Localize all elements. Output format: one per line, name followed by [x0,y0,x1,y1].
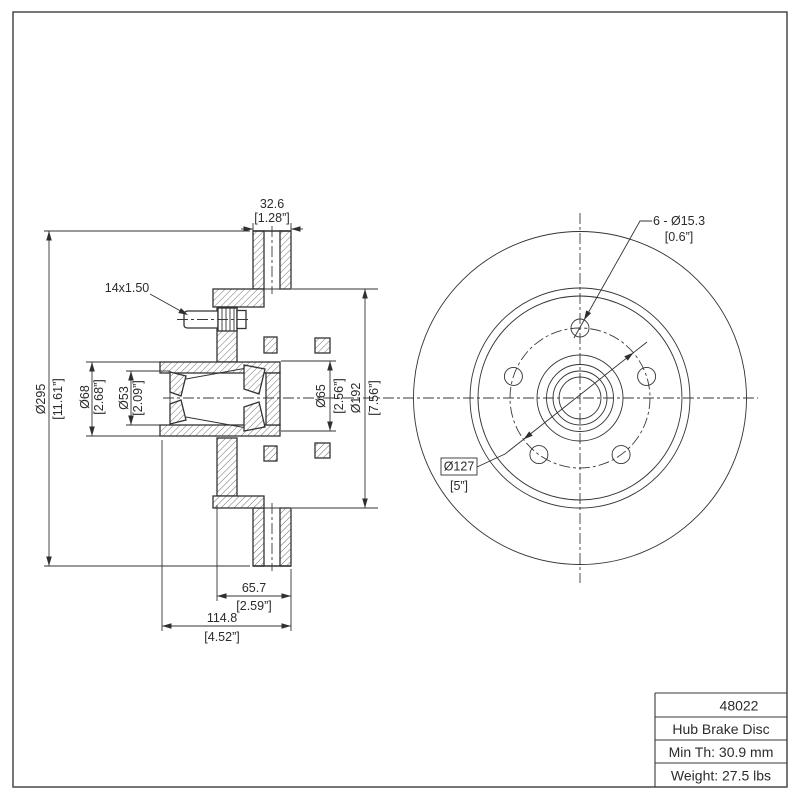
hat-plate-top [212,288,265,308]
bolt-hole-callout: 6 - Ø15.3 [0.6”] [573,214,705,339]
part-number: 48022 [720,698,759,714]
dim-thickness-in: [1.28”] [254,211,289,225]
dim-center-bore-in: [2.09”] [131,380,145,415]
dim-bearing-bore-mm: Ø68 [78,385,92,409]
dim-hat-depth-mm: 65.7 [242,581,266,595]
rotor-plate-bottom-left [252,507,265,567]
bearing-cup-outer-bottom [169,399,187,425]
bolt-hole-callout-label: 6 - Ø15.3 [653,214,705,228]
min-thickness: Min Th: 30.9 mm [669,744,774,760]
rotor-plate-top-left [252,230,265,290]
dim-outer-diameter-mm: Ø295 [34,384,48,415]
seal-top [263,336,278,354]
hub-barrel-bottom [159,424,281,437]
bolt-circle-label-in: [5”] [450,479,468,493]
dim-thickness-mm: 32.6 [260,197,284,211]
hub-end-wall [265,372,281,426]
bearing-cup-inner-bottom [243,401,266,432]
seal-circle [546,364,614,432]
part-name: Hub Brake Disc [672,721,769,737]
dim-seal-diameter-in: [2.56”] [332,378,346,413]
wheel-stud [177,307,251,332]
dim-center-bore-mm: Ø53 [117,386,131,410]
dim-bearing-bore-in: [2.68”] [92,379,106,414]
bearing-cup-inner-top [243,364,266,395]
stud-nut-bottom [314,442,331,459]
bolt-circle-callout: Ø127 [5”] [440,341,648,493]
hat-plate-bottom [212,495,265,509]
dim-overall-width-in: [4.52”] [204,630,239,644]
dim-seal-diameter-mm: Ø65 [314,384,328,408]
weight: Weight: 27.5 lbs [671,768,771,784]
front-view: 6 - Ø15.3 [0.6”] Ø127 [5”] [413,213,747,583]
section-hatched-parts [159,230,331,567]
rotor-plate-top-right [279,230,292,290]
dim-overall-width-mm: 114.8 [207,611,237,625]
title-block: 48022 Hub Brake Disc Min Th: 30.9 mm Wei… [654,692,787,787]
bolt-hole-callout-in: [0.6”] [665,230,694,244]
section-dimensions: 32.6 [1.28”] Ø295 [11.61”] Ø68 [2.68”] [34,197,381,644]
bolt-circle-label-box [440,457,478,476]
dim-outer-diameter-in: [11.61”] [51,378,65,419]
flange-bottom [216,437,238,497]
bore-circle [552,370,608,426]
dim-hat-depth-in: [2.59”] [236,599,271,613]
sheet-border [12,11,788,788]
bolt-circle-label: Ø127 [444,460,475,474]
rotor-outer-circle [413,231,747,565]
stud-nut-top [314,337,331,354]
dim-inner-diameter-mm: Ø192 [349,383,363,414]
dim-inner-diameter-in: [7.56”] [367,380,381,415]
seal-bottom [263,445,278,462]
section-view: 32.6 [1.28”] Ø295 [11.61”] Ø68 [2.68”] [34,197,758,644]
bearing-cup-outer-top [169,371,187,397]
rotor-plate-bottom-right [279,507,292,567]
stud-thread-label: 14x1.50 [105,281,150,295]
